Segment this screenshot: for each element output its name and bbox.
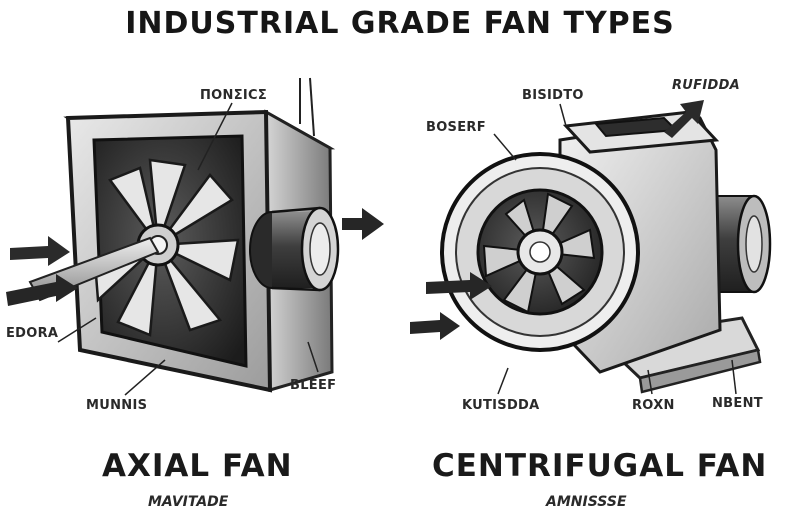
centrifugal-label-top: BISIDTO — [522, 88, 584, 103]
axial-fan-drawing — [6, 77, 384, 396]
axial-fan-title: AXIAL FAN — [102, 448, 293, 484]
centrifugal-label-bottom-right: NBENT — [712, 396, 763, 411]
centrifugal-fan-title: CENTRIFUGAL FAN — [432, 448, 768, 484]
axial-label-left: EDORA — [6, 326, 59, 341]
centrifugal-label-bottom-left: KUTISDDA — [462, 398, 540, 413]
centrifugal-fan-subtitle: AMNISSSE — [546, 494, 627, 510]
centrifugal-label-left-top: BOSERF — [426, 120, 486, 135]
axial-fan-subtitle: MAVITADE — [148, 494, 229, 510]
centrifugal-label-top-right: RUFIDDA — [672, 78, 741, 93]
axial-label-bottom: MUNNIS — [86, 398, 148, 413]
page-title: INDUSTRIAL GRADE FAN TYPES — [125, 6, 675, 41]
centrifugal-label-bottom-mid: ROXN — [632, 398, 675, 413]
axial-label-top: ΠΟΝΣΙCΣ — [200, 88, 268, 103]
axial-label-right: BLEEF — [290, 378, 337, 393]
centrifugal-fan-drawing — [410, 100, 772, 395]
